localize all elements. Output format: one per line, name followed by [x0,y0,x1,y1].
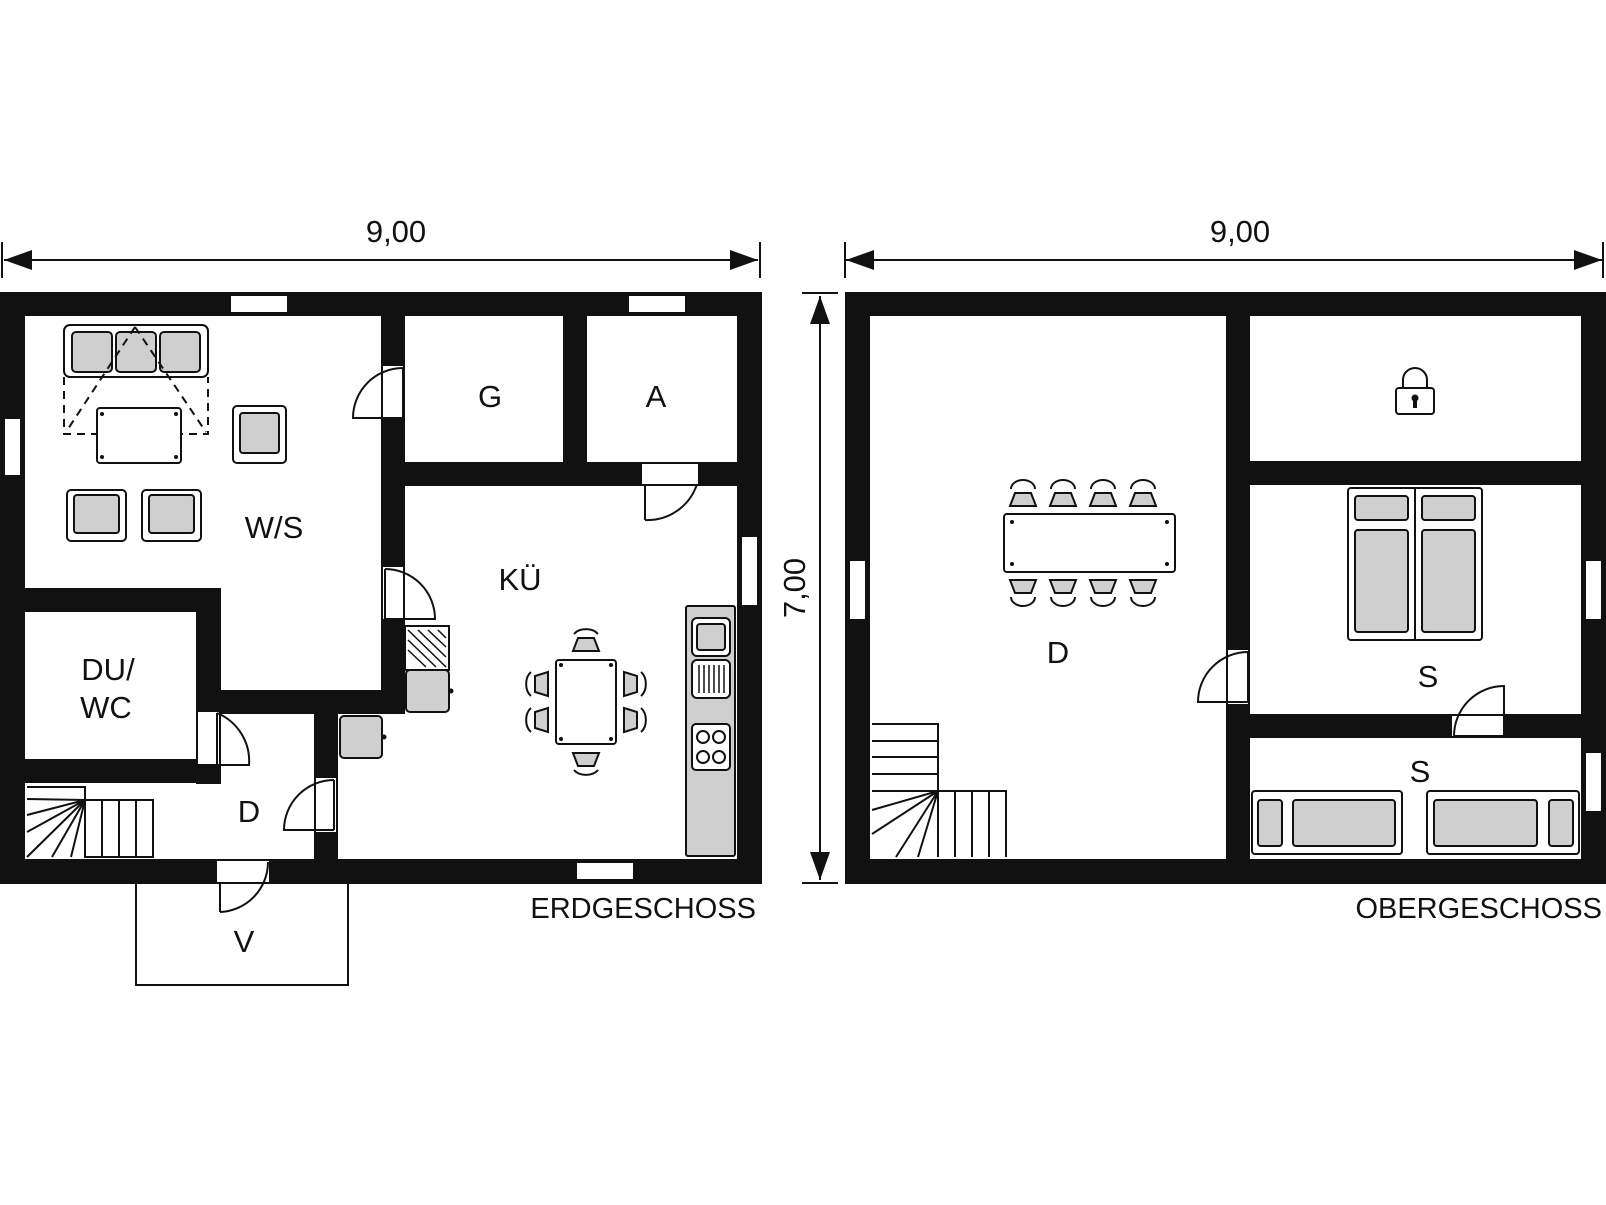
door[interactable] [1453,684,1505,737]
room-label-hall: D [238,794,260,829]
outer-wall-bottom [0,859,762,884]
room-label-g: G [478,379,502,414]
room-label-a: A [646,379,667,414]
padlock-icon [1395,367,1435,415]
width-dimension-label: 9,00 [366,214,426,249]
single-bed [1251,790,1403,855]
wall-living-bath [25,588,221,612]
room-label-bedroom-1: S [1418,659,1439,694]
window [740,535,759,607]
depth-dimension-label: 7,00 [777,558,812,618]
staircase [26,786,154,858]
armchair [232,405,287,464]
wall-g-a [563,316,587,462]
room-label-bedroom-2: S [1410,754,1431,789]
entry-door[interactable] [219,861,270,913]
wall-open-bedrooms [1226,316,1250,859]
door[interactable] [644,483,698,522]
outer-wall-bottom [845,859,1606,884]
room-label-porch: V [234,924,255,959]
floor-label-ground: ERDGESCHOSS [530,893,756,925]
door[interactable] [351,367,404,419]
room-label-living: W/S [245,510,304,545]
floor-label-upper: OBERGESCHOSS [1355,893,1602,925]
wall-locked-bedroom [1250,461,1581,485]
dining-table [525,628,647,776]
outer-wall-top [845,292,1606,316]
width-dimension-label: 9,00 [1210,214,1270,249]
wood-stove [405,669,450,713]
porch-outline [135,884,349,986]
wall-hall-top [221,690,405,714]
single-bed [1426,790,1580,855]
door[interactable] [282,779,335,831]
window [575,861,635,881]
wall-bath-bottom [25,759,221,783]
door[interactable] [384,568,437,620]
double-bed [1347,487,1483,641]
sofa [63,324,209,378]
armchair [66,489,127,542]
window [229,294,289,314]
kitchen-counter [685,605,736,857]
room-label-bath-2: WC [80,690,132,725]
room-label-kitchen: KÜ [498,562,541,597]
armchair [141,489,202,542]
window [1584,751,1603,813]
window [1584,559,1603,621]
wall-bedrooms [1250,714,1581,738]
window [3,417,22,477]
coffee-table [96,407,182,464]
room-label-bath-1: DU/ [81,652,135,687]
door[interactable] [1196,651,1249,703]
outer-wall-left [0,292,25,884]
upper-floor: 9,00 7,00 [777,214,1606,925]
long-table [1003,479,1176,607]
staircase [871,723,1007,858]
ground-floor: 9,00 [0,214,762,986]
window [627,294,687,314]
room-label-open-space: D [1047,635,1069,670]
window [848,559,867,621]
door[interactable] [216,712,251,766]
stove [339,715,383,759]
